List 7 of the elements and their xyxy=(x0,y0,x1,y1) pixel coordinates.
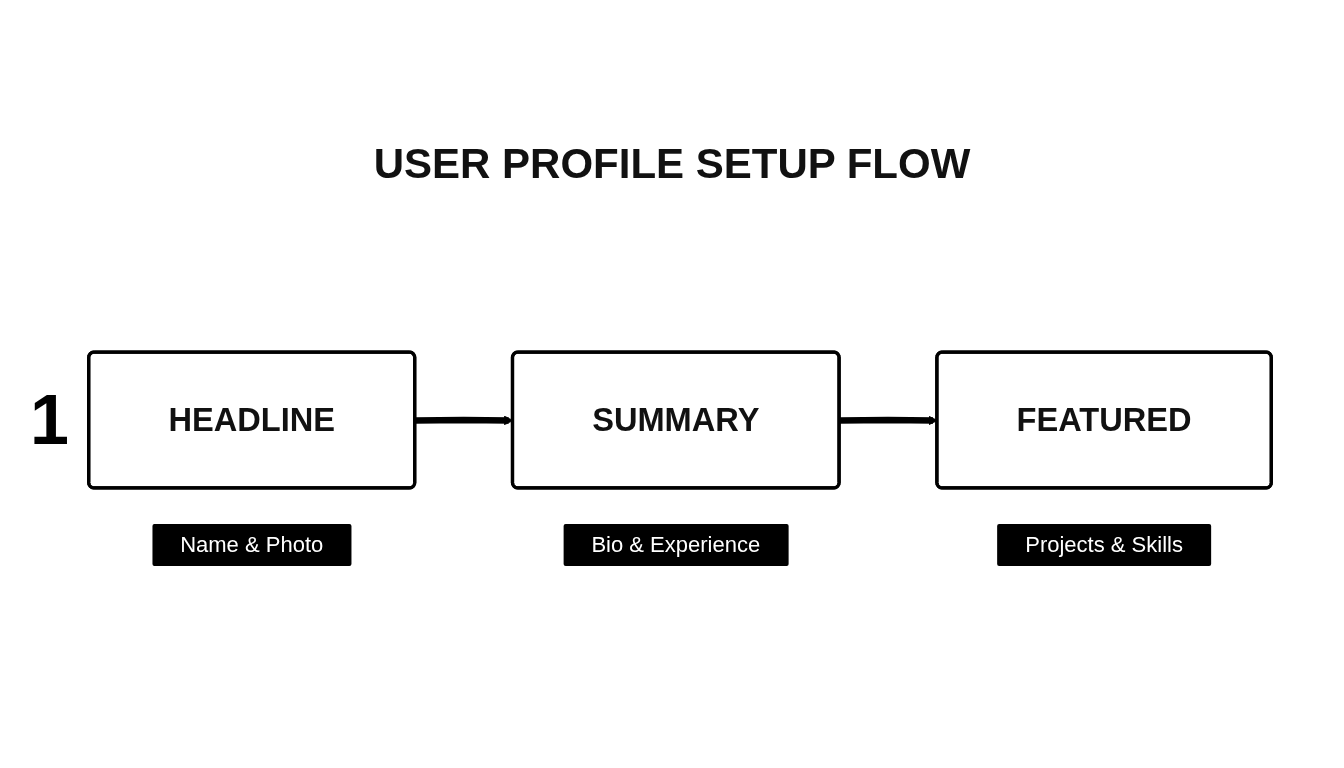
caption-tag: Name & Photo xyxy=(152,523,352,566)
caption-tag: Bio & Experience xyxy=(563,523,789,566)
arrow xyxy=(415,415,514,426)
caption-tag: Projects & Skills xyxy=(997,523,1211,566)
step-number: 1 xyxy=(30,380,69,460)
arrow xyxy=(839,415,938,426)
diagram-title: USER PROFILE SETUP FLOW xyxy=(372,140,972,188)
